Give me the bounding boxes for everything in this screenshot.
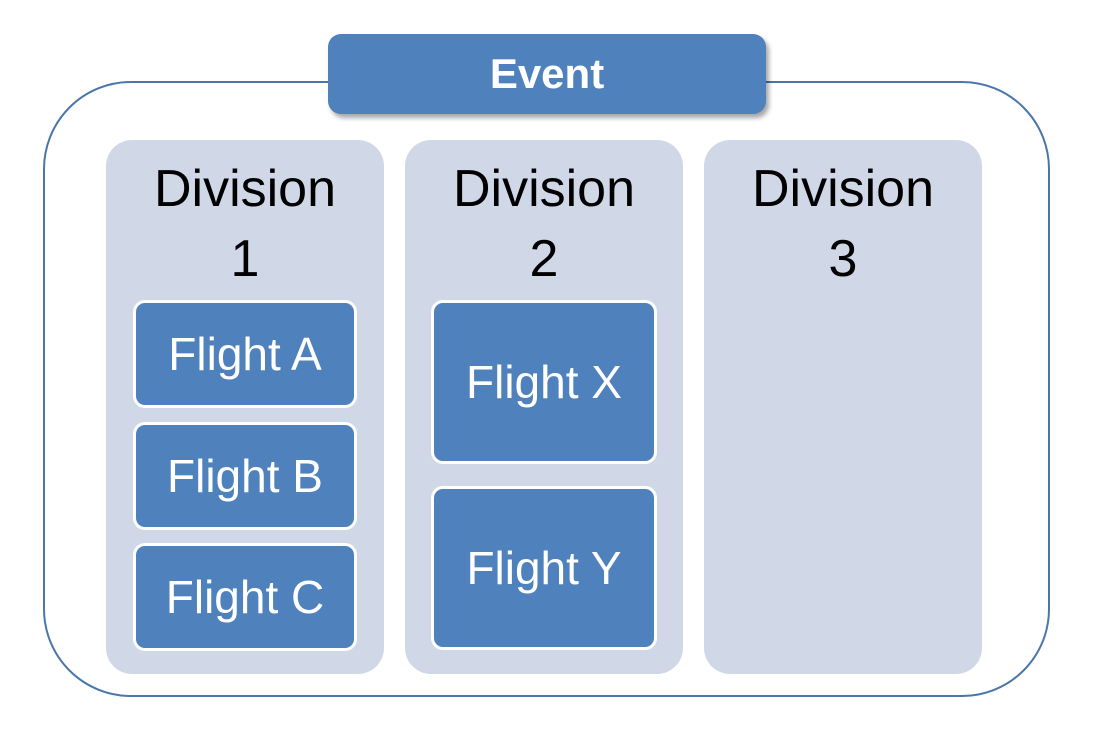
division-1: Division 1 Flight A Flight B Flight C <box>106 140 384 674</box>
division-3: Division 3 <box>704 140 982 674</box>
flight-y-label: Flight Y <box>466 542 622 594</box>
event-header: Event <box>328 34 766 114</box>
flight-x-label: Flight X <box>466 356 622 408</box>
flight-c-label: Flight C <box>165 571 325 623</box>
flight-b-label: Flight B <box>167 450 323 502</box>
division-1-title: Division 1 <box>153 160 337 288</box>
flight-a-label: Flight A <box>168 328 322 380</box>
flight-x-box: Flight X <box>431 300 657 464</box>
flight-b-box: Flight B <box>133 422 357 530</box>
flight-a-box: Flight A <box>133 300 357 408</box>
event-label: Event <box>489 50 605 97</box>
division-3-title: Division 3 <box>751 160 935 288</box>
division-2: Division 2 Flight X Flight Y <box>405 140 683 674</box>
division-2-title: Division 2 <box>452 160 636 288</box>
flight-c-box: Flight C <box>133 543 357 651</box>
flight-y-box: Flight Y <box>431 486 657 650</box>
